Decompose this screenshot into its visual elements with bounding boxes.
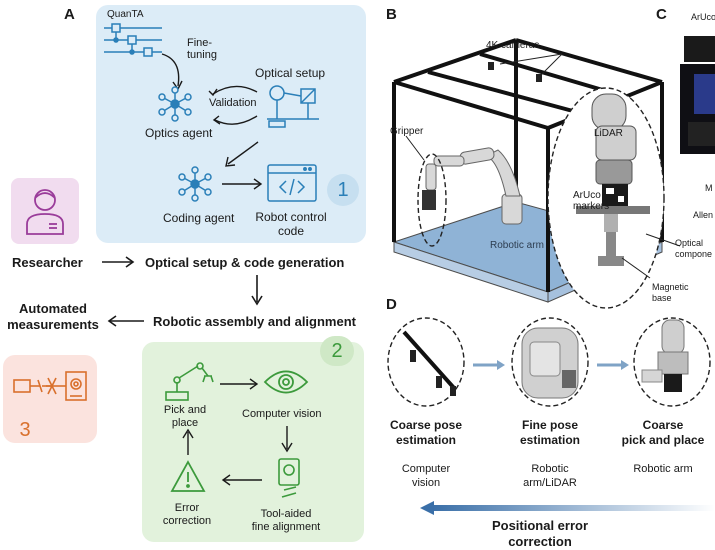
researcher-icon [26, 189, 64, 235]
allen-label-c: Allen [693, 210, 714, 220]
robot-frame-illustration [392, 38, 681, 309]
step-arrow-1 [473, 360, 505, 370]
optics-agent-label: Optics agent [145, 126, 213, 140]
fine-tuning-label: Fine- tuning [187, 37, 217, 61]
validation-label: Validation [209, 97, 257, 109]
step-3-title: Coarse pick and place [621, 418, 705, 447]
error-to-pick-arrow [182, 428, 194, 455]
tool-aided-label: Tool-aided fine alignment [251, 508, 321, 533]
fine-pose-image [511, 317, 589, 407]
researcher-to-setup-arrow [102, 256, 135, 268]
vision-to-tool-arrow [281, 426, 293, 453]
tool-to-error-arrow [221, 474, 262, 486]
step-1-title: Coarse pose estimation [389, 418, 463, 447]
step-3-tool: Robotic arm [633, 463, 693, 475]
computer-vision-label: Computer vision [242, 408, 322, 420]
step-1-badge: 1 [327, 174, 359, 206]
assembly-to-measurements-arrow [107, 315, 144, 327]
coding-agent-network-icon [178, 166, 212, 202]
aruco-label-c: ArUco [691, 12, 715, 22]
robotic-assembly-alignment-label: Robotic assembly and alignment [153, 314, 356, 329]
panel-c-label: C [656, 6, 667, 23]
cameras-label: 4K cameras [486, 40, 540, 51]
panel-d-label: D [386, 296, 397, 313]
code-window-icon [267, 164, 317, 202]
positional-error-arrow [420, 501, 715, 515]
optical-setup-icon [267, 85, 319, 128]
assembly-panel [142, 342, 364, 542]
down-arrow-to-assembly [251, 275, 263, 306]
pick-to-vision-arrow [220, 378, 259, 390]
aruco-markers-label: ArUco markers [573, 190, 610, 212]
robot-control-code-label: Robot control code [255, 210, 327, 238]
panel-c-photo [680, 36, 715, 154]
quanta-label: QuanTA [107, 9, 144, 20]
eye-icon [263, 370, 309, 394]
coding-agent-label: Coding agent [163, 211, 235, 225]
automated-measurements-label: Automated measurements [7, 301, 99, 332]
optics-agent-network-icon [158, 86, 192, 122]
researcher-label: Researcher [12, 255, 83, 270]
measurement-setup-icon [13, 371, 87, 401]
validation-arrows [208, 85, 258, 125]
step-2-badge: 2 [320, 336, 354, 366]
optical-setup-code-generation-label: Optical setup & code generation [145, 255, 345, 270]
coarse-pose-image [387, 317, 465, 407]
robot-arm-icon [165, 362, 214, 401]
step-arrow-2 [597, 360, 629, 370]
pick-and-place-image [633, 317, 711, 407]
magnetic-base-label: Magnetic base [652, 282, 689, 303]
m-label-c: M [705, 183, 713, 193]
optical-setup-label: Optical setup [255, 66, 326, 80]
to-coding-agent-arrow [225, 141, 259, 167]
positional-error-correction-label: Positional error correction [491, 518, 589, 549]
step-1-tool: Computer vision [401, 463, 451, 489]
optical-component-label: Optical compone [675, 238, 713, 259]
panel-b-label: B [386, 6, 397, 23]
robotic-arm-label: Robotic arm [490, 240, 544, 251]
to-code-arrow [222, 178, 263, 190]
warning-icon [170, 460, 206, 492]
researcher-box [11, 178, 79, 244]
lidar-label: LiDAR [594, 128, 623, 139]
pick-and-place-label: Pick and place [163, 404, 207, 429]
panel-a-label: A [64, 6, 75, 23]
step-3-badge: 3 [19, 419, 31, 441]
step-2-tool: Robotic arm/LiDAR [523, 463, 577, 489]
step-2-title: Fine pose estimation [519, 418, 580, 447]
gripper-label: Gripper [390, 126, 424, 137]
error-correction-label: Error correction [162, 502, 212, 527]
tool-icon [278, 458, 300, 498]
circuit-icon [104, 23, 162, 57]
measurements-box [3, 355, 97, 443]
